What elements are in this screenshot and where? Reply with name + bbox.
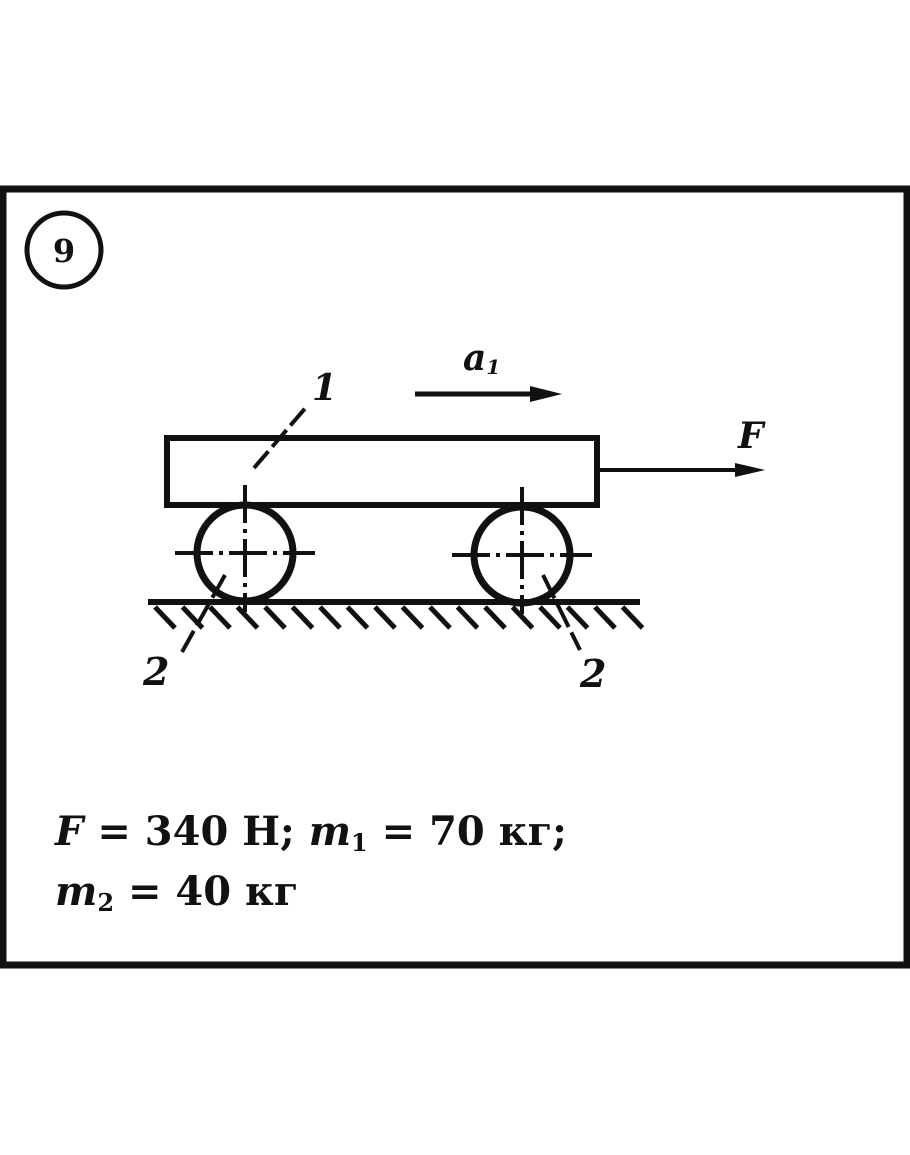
hatch-mark <box>235 605 260 630</box>
platform-body-1 <box>164 435 600 508</box>
ground-surface <box>148 599 645 630</box>
hatch-mark <box>620 605 645 630</box>
hatch-mark <box>400 605 425 630</box>
frame-border <box>0 185 910 969</box>
wheel-right-label: 2 <box>579 651 606 696</box>
hatch-mark <box>290 605 315 630</box>
body-1-label: 1 <box>312 367 337 409</box>
hatch-mark <box>153 605 177 630</box>
acceleration-arrow <box>415 386 562 402</box>
svg-text:9: 9 <box>53 232 75 270</box>
hatch-mark <box>428 605 452 630</box>
acceleration-label: a1 <box>463 337 500 379</box>
leader-line-1 <box>252 403 310 470</box>
hatch-mark <box>263 605 287 630</box>
hatch-mark <box>510 605 535 630</box>
wheel-left-label: 2 <box>142 649 169 694</box>
given-line-1: F = 340 Н; m1 = 70 кг; <box>54 808 567 857</box>
hatch-mark <box>538 605 562 630</box>
force-label: F <box>737 415 766 457</box>
hatch-mark <box>455 605 480 630</box>
given-line-2: m2 = 40 кг <box>55 868 298 917</box>
hatch-mark <box>593 605 617 630</box>
hatch-mark <box>208 605 232 630</box>
hatch-mark <box>318 605 342 630</box>
problem-number-badge: 9 <box>24 210 104 290</box>
hatch-mark <box>345 605 370 630</box>
leader-line-2-right <box>541 574 582 651</box>
hatch-mark <box>373 605 397 630</box>
hatch-mark <box>483 605 507 630</box>
hatch-mark <box>565 605 590 630</box>
force-arrow <box>597 463 765 477</box>
leader-line-2-left <box>180 574 227 653</box>
